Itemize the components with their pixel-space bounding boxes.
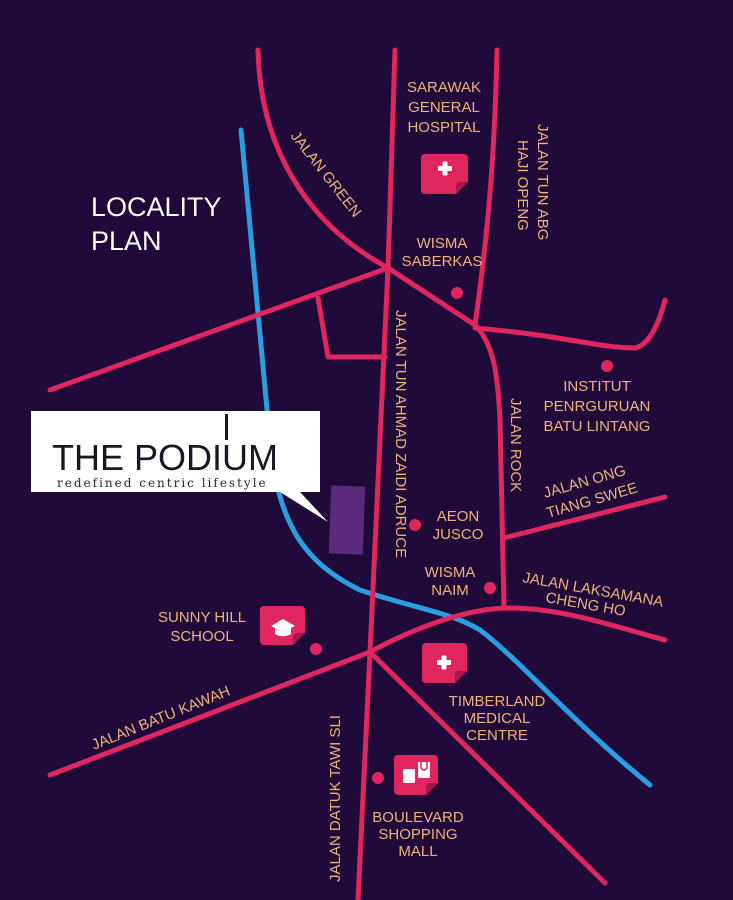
- label-jalan-ong-tiang-swee: JALAN ONG TIANG SWEE: [541, 462, 639, 522]
- roads: [47, 47, 668, 900]
- svg-text:AEON: AEON: [437, 508, 480, 525]
- map-title-line1: LOCALITY: [91, 192, 222, 222]
- road-ong-tiang-swee: [501, 494, 668, 541]
- svg-text:SABERKAS: SABERKAS: [402, 253, 483, 270]
- svg-text:SARAWAK: SARAWAK: [407, 79, 481, 96]
- place-institut-penrguruan: INSTITUT PENRGURUAN BATU LINTANG: [544, 378, 651, 435]
- svg-text:BATU LINTANG: BATU LINTANG: [544, 418, 651, 435]
- place-dot-wisma-saberkas: [451, 287, 463, 299]
- place-dot-sunny-hill: [310, 643, 322, 655]
- place-dot-boulevard: [372, 772, 384, 784]
- svg-text:MEDICAL: MEDICAL: [464, 710, 531, 727]
- place-dot-institut: [601, 360, 613, 372]
- shopping-icon: [394, 755, 438, 795]
- svg-text:MALL: MALL: [398, 843, 437, 860]
- road-jalan-green: [255, 47, 391, 271]
- place-sarawak-general-hospital: SARAWAK GENERAL HOSPITAL: [407, 79, 481, 136]
- road-west: [47, 265, 391, 393]
- school-icon: [260, 606, 305, 645]
- svg-text:NAIM: NAIM: [431, 582, 469, 599]
- road-loop: [315, 295, 388, 360]
- project-tagline: redefined centric lifestyle: [57, 476, 268, 490]
- svg-text:PENRGURUAN: PENRGURUAN: [544, 398, 651, 415]
- road-east-institut: [472, 297, 668, 351]
- svg-text:HOSPITAL: HOSPITAL: [407, 119, 480, 136]
- label-jalan-tun-ahmad-zaidi-adruce: JALAN TUN AHMAD ZAIDI ADRUCE: [392, 310, 409, 558]
- place-boulevard-shopping-mall: BOULEVARD SHOPPING MALL: [372, 809, 464, 860]
- road-southeast: [367, 649, 608, 886]
- svg-text:WISMA: WISMA: [425, 564, 476, 581]
- svg-text:SHOPPING: SHOPPING: [378, 826, 457, 843]
- svg-text:SCHOOL: SCHOOL: [170, 628, 233, 645]
- place-sunny-hill-school: SUNNY HILL SCHOOL: [158, 609, 246, 645]
- svg-text:JUSCO: JUSCO: [433, 526, 484, 543]
- map-title-line2: PLAN: [91, 226, 162, 256]
- svg-text:INSTITUT: INSTITUT: [563, 378, 631, 395]
- hospital-icon: [421, 154, 468, 194]
- place-dot-aeon-jusco: [409, 519, 421, 531]
- svg-text:HAJI OPENG: HAJI OPENG: [514, 140, 531, 231]
- svg-text:CENTRE: CENTRE: [466, 727, 528, 744]
- road-tun-abg-haji-openg: [472, 47, 500, 328]
- place-wisma-saberkas: WISMA SABERKAS: [402, 235, 483, 270]
- svg-text:TIMBERLAND: TIMBERLAND: [449, 693, 546, 710]
- label-jalan-datuk-tawi-sli: JALAN DATUK TAWI SLI: [327, 715, 344, 882]
- svg-text:BOULEVARD: BOULEVARD: [372, 809, 464, 826]
- river-line: [238, 127, 653, 788]
- svg-text:GENERAL: GENERAL: [408, 99, 480, 116]
- road-laksamana-cheng-ho: [367, 605, 668, 655]
- project-name: THE PODIUM: [52, 437, 278, 478]
- svg-text:WISMA: WISMA: [417, 235, 468, 252]
- label-jalan-rock: JALAN ROCK: [507, 398, 524, 492]
- svg-text:JALAN TUN ABG: JALAN TUN ABG: [534, 124, 551, 240]
- svg-text:SUNNY HILL: SUNNY HILL: [158, 609, 246, 626]
- place-aeon-jusco: AEON JUSCO: [433, 508, 484, 543]
- place-dot-wisma-naim: [484, 582, 496, 594]
- hospital-icon: [422, 643, 467, 683]
- road-batu-kawah: [47, 649, 373, 778]
- label-jalan-green: JALAN GREEN: [287, 128, 365, 221]
- label-jalan-batu-kawah: JALAN BATU KAWAH: [89, 683, 232, 754]
- road-tun-ahmad-zaidi-adruce: [355, 47, 398, 900]
- project-callout: THE PODIUM redefined centric lifestyle: [31, 411, 328, 522]
- label-jalan-tun-abg-haji-openg: JALAN TUN ABG HAJI OPENG: [514, 124, 551, 240]
- project-site-plot: [328, 485, 366, 555]
- place-wisma-naim: WISMA NAIM: [425, 564, 476, 599]
- place-timberland-medical-centre: TIMBERLAND MEDICAL CENTRE: [449, 693, 546, 744]
